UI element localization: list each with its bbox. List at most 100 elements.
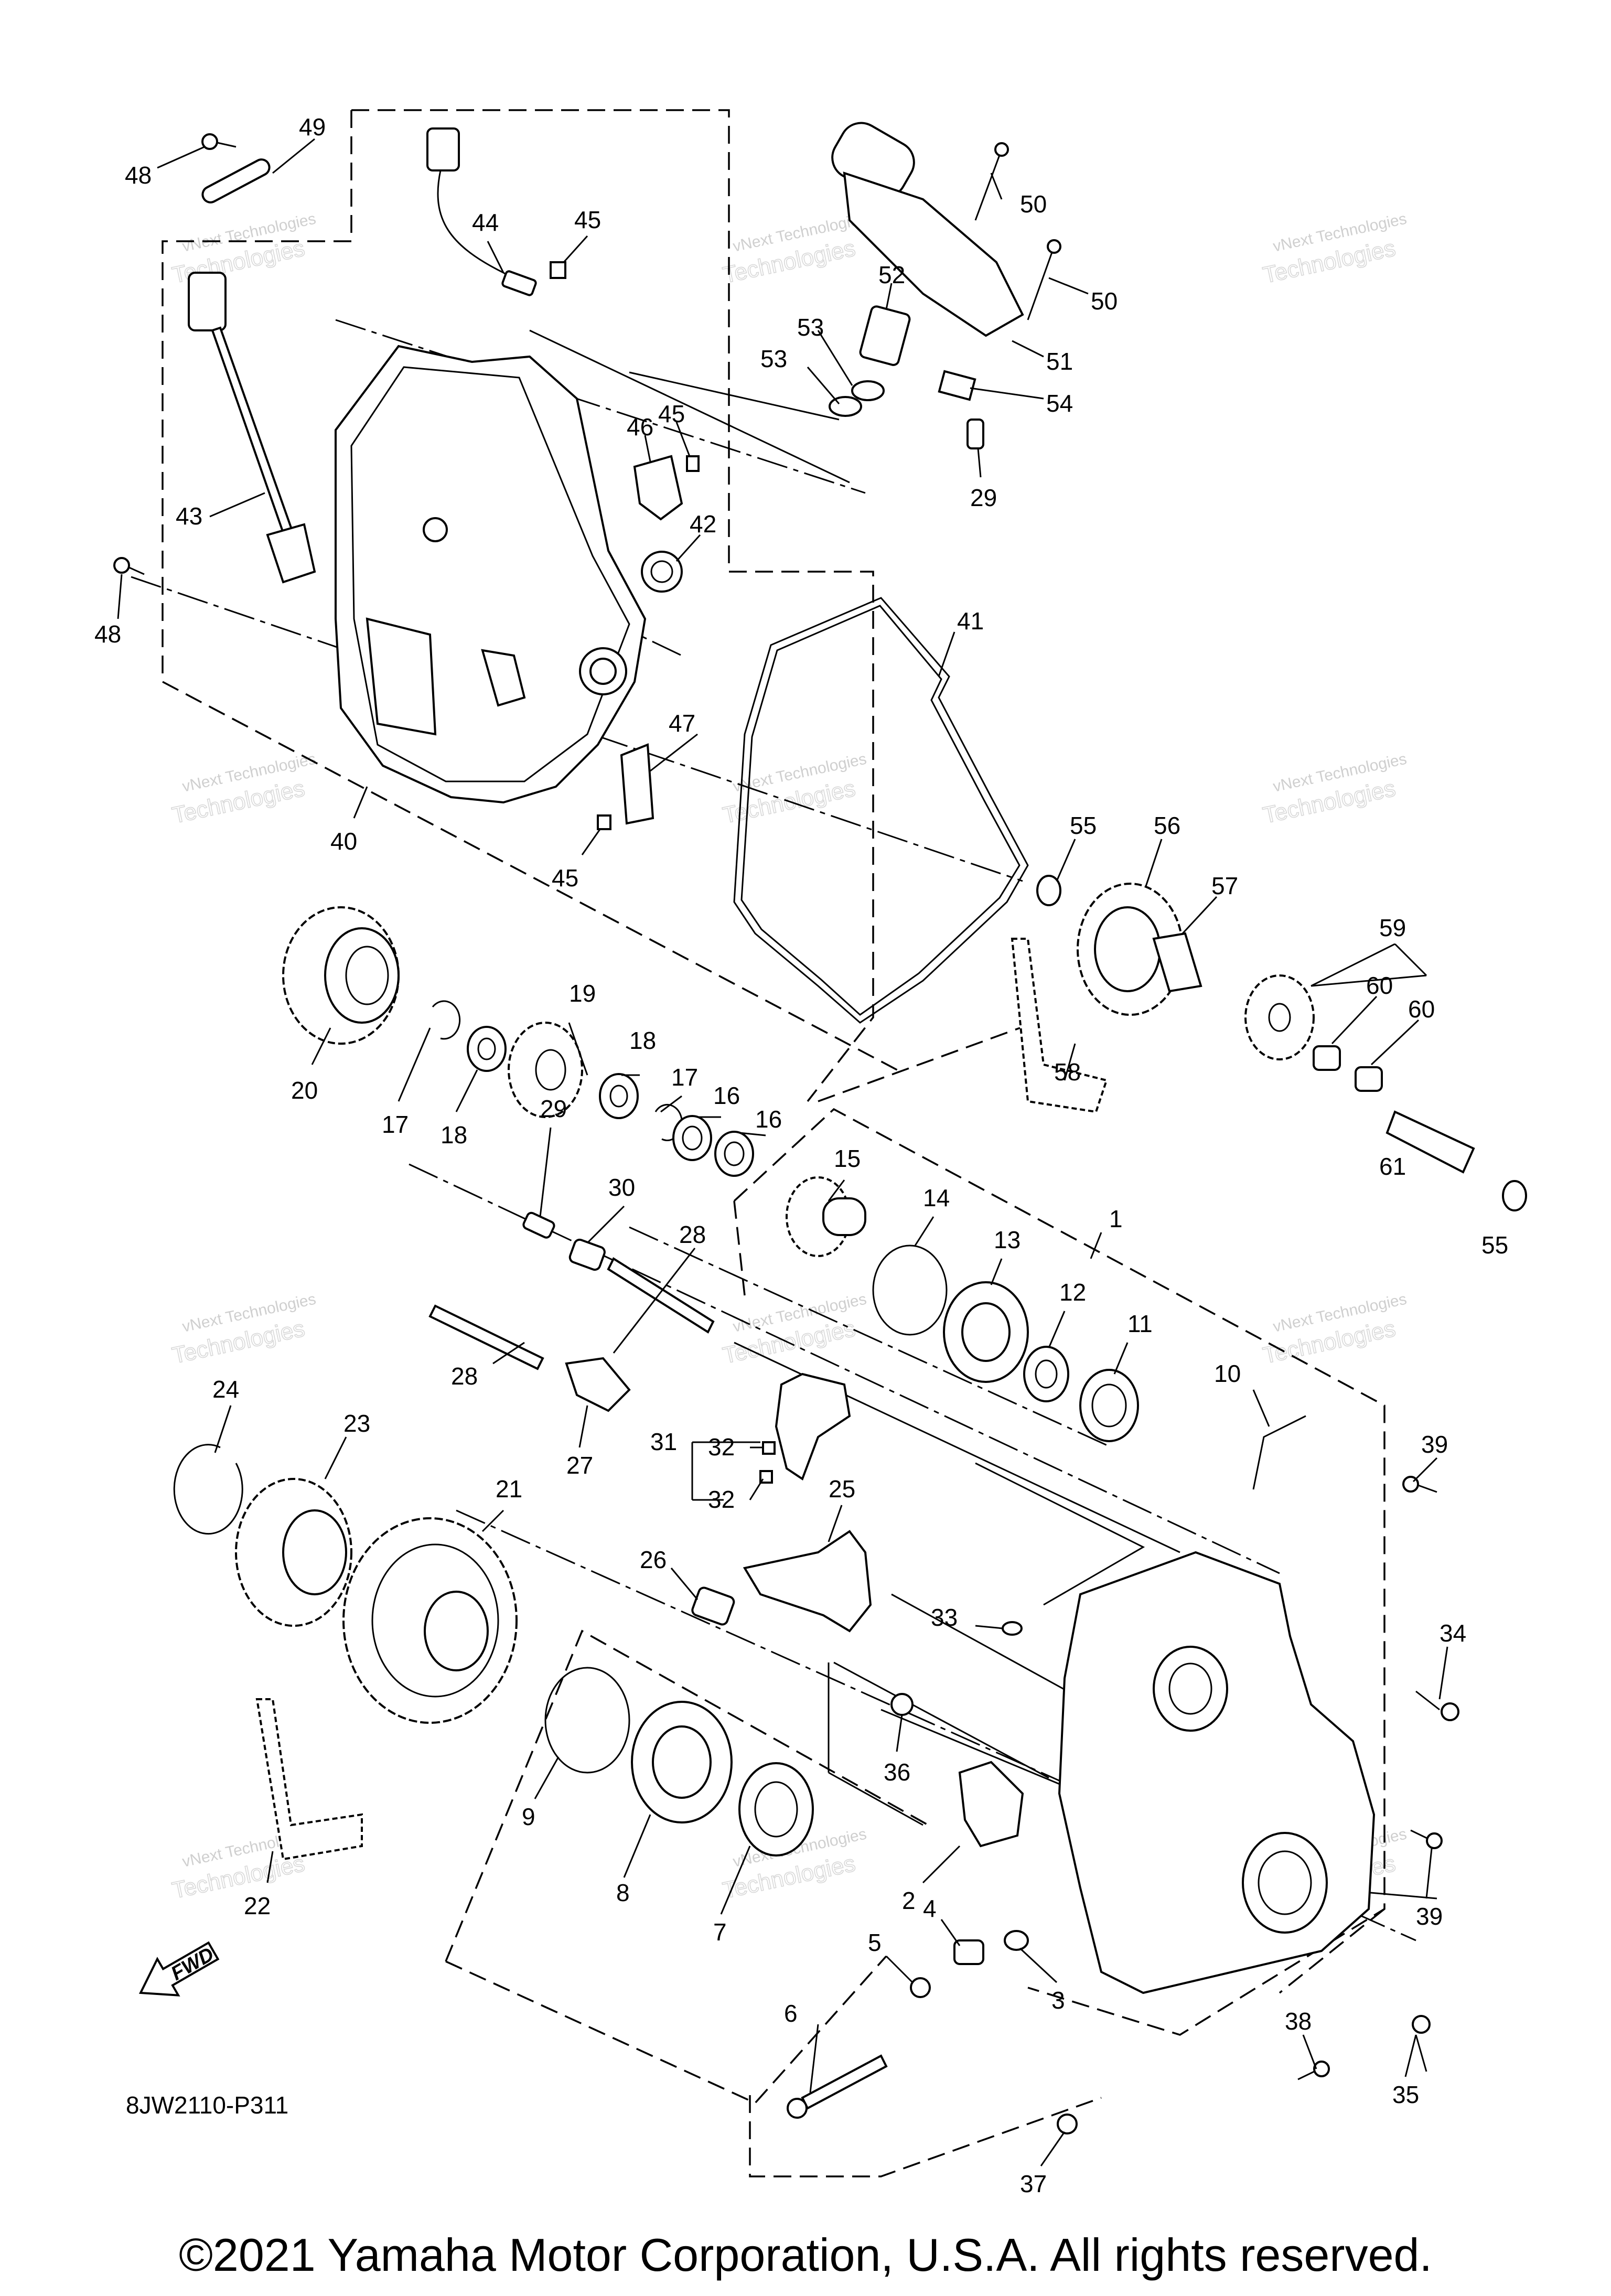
label-41: 41 [957, 607, 984, 635]
part-45-clip-top [550, 261, 566, 279]
part-29-spring-top [966, 419, 984, 449]
part-52-gear [859, 305, 911, 366]
label-49: 49 [299, 113, 326, 141]
fwd-arrow-icon: FWD [138, 1941, 220, 1997]
label-2: 2 [902, 1887, 916, 1914]
label-55-bottom: 55 [1481, 1231, 1508, 1259]
part-43-speed-sensor [188, 272, 316, 584]
part-2-guide [958, 1761, 1024, 1848]
part-48-bolt-top [201, 133, 237, 150]
part-1-transmission-case [1058, 1551, 1376, 1994]
part-30-collar [568, 1238, 606, 1271]
label-47: 47 [669, 710, 695, 737]
part-39-bolt-bottom [1410, 1829, 1443, 1849]
part-33-washer [1002, 1621, 1023, 1636]
part-53-o-rings [829, 380, 885, 417]
label-61: 61 [1379, 1153, 1406, 1180]
part-40-chain-case-cover [335, 345, 647, 804]
label-34: 34 [1440, 1619, 1466, 1647]
part-17-circlip-b [654, 1103, 683, 1141]
label-57: 57 [1211, 872, 1238, 899]
part-19-gear [508, 1022, 583, 1118]
label-50-b: 50 [1091, 287, 1118, 315]
label-27: 27 [566, 1452, 593, 1479]
part-15-sprocket [786, 1176, 866, 1257]
label-9: 9 [522, 1803, 535, 1830]
label-6: 6 [784, 2000, 798, 2027]
part-27-shift-lever [565, 1357, 631, 1412]
label-46: 46 [627, 413, 653, 441]
label-39-top: 39 [1421, 1431, 1448, 1458]
part-36-nut [890, 1693, 914, 1716]
label-16-b: 16 [755, 1106, 782, 1133]
part-46-guide [633, 455, 683, 521]
part-54-plunger [938, 370, 976, 401]
part-50-screw-a [974, 142, 1009, 221]
part-7-oil-seal [738, 1762, 814, 1857]
label-39-bottom: 39 [1416, 1903, 1443, 1930]
label-5: 5 [868, 1929, 882, 1956]
part-31-shift-fork [759, 1372, 851, 1484]
label-1: 1 [1109, 1205, 1123, 1232]
part-22-chain [255, 1698, 363, 1861]
label-32-b: 32 [708, 1486, 735, 1513]
label-54: 54 [1046, 390, 1073, 417]
part-24-circlip [173, 1444, 243, 1535]
part-18-washer-b [599, 1073, 639, 1119]
part-45-clip-mid [686, 455, 700, 472]
part-26-spring [691, 1586, 735, 1626]
label-53-a: 53 [797, 314, 824, 341]
label-42: 42 [690, 510, 716, 538]
label-44: 44 [472, 209, 499, 236]
label-26: 26 [640, 1546, 667, 1573]
part-57-retainer [1152, 932, 1202, 993]
label-45-mid: 45 [658, 400, 685, 427]
part-29-spring [522, 1211, 555, 1239]
label-8: 8 [616, 1879, 630, 1906]
label-3: 3 [1051, 1987, 1065, 2014]
part-23-gear [235, 1478, 352, 1627]
part-35-bolt [1412, 2015, 1431, 2072]
part-17-circlip-a [432, 1000, 461, 1040]
part-58-chain-upper [1011, 938, 1108, 1113]
label-17-b: 17 [671, 1064, 698, 1091]
label-18-b: 18 [629, 1027, 656, 1054]
part-4-collar [953, 1939, 984, 1965]
part-37-nut [1057, 2113, 1078, 2134]
label-14: 14 [923, 1184, 950, 1211]
label-32-a: 32 [708, 1433, 735, 1461]
part-50-screw-b [1027, 239, 1061, 320]
part-47-chain-guide [620, 743, 654, 825]
group-outlines [162, 109, 1386, 2177]
leader-lines [117, 138, 1448, 2166]
part-49-bracket [201, 158, 271, 203]
copyright-text: ©2021 Yamaha Motor Corporation, U.S.A. A… [179, 2229, 1432, 2281]
label-19: 19 [569, 980, 596, 1007]
part-39-bolt-top [1402, 1476, 1437, 1493]
label-48-top: 48 [125, 162, 152, 189]
part-10-breather-pipe [1252, 1415, 1306, 1490]
part-44-sensor [426, 127, 537, 296]
label-18-a: 18 [441, 1121, 467, 1149]
part-38-bolt [1297, 2061, 1330, 2080]
part-3-damper [1004, 1930, 1029, 1951]
label-12: 12 [1059, 1279, 1086, 1306]
part-45-clip-bottom [597, 814, 611, 830]
label-29-mid: 29 [540, 1095, 567, 1122]
part-8-bearing [631, 1701, 733, 1823]
part-60-bushing-a [1313, 1045, 1341, 1071]
part-28-shaft-upper [607, 1257, 715, 1334]
reference-labels: 49 48 44 45 50 50 52 53 53 51 54 29 46 4… [94, 113, 1508, 2197]
label-11: 11 [1127, 1310, 1153, 1337]
label-21: 21 [496, 1475, 522, 1503]
label-60-a: 60 [1366, 972, 1393, 999]
label-35: 35 [1392, 2081, 1419, 2108]
part-5-nut [910, 1977, 931, 1998]
part-9-circlip [544, 1667, 630, 1774]
part-21-driven-gear [342, 1517, 518, 1724]
part-51-shift-motor [831, 122, 1024, 337]
part-16-washer-a [672, 1115, 712, 1161]
part-25-stopper-lever [743, 1530, 872, 1633]
